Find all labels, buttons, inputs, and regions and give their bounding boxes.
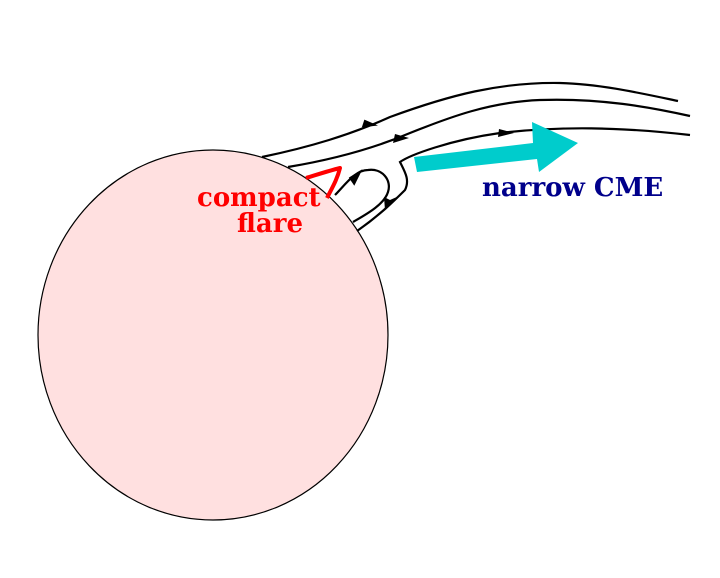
flare-label-line2: flare [237,209,303,239]
field-line-inner [356,127,691,232]
flare-loop [305,166,342,199]
sun-disk [37,149,389,521]
cme-label: narrow CME [482,173,663,203]
flare-label-line1: compact [197,183,321,213]
field-line-middle [287,98,691,169]
thick-arrow-icon [414,122,578,172]
field-arrowhead-icon [384,196,399,210]
field-arrowhead-icon [498,129,514,137]
field-line-outer [261,81,679,159]
field-arrowhead-icon [393,134,409,143]
field-arrowhead-icon [361,119,378,128]
field-arrowhead-icon [348,169,363,186]
